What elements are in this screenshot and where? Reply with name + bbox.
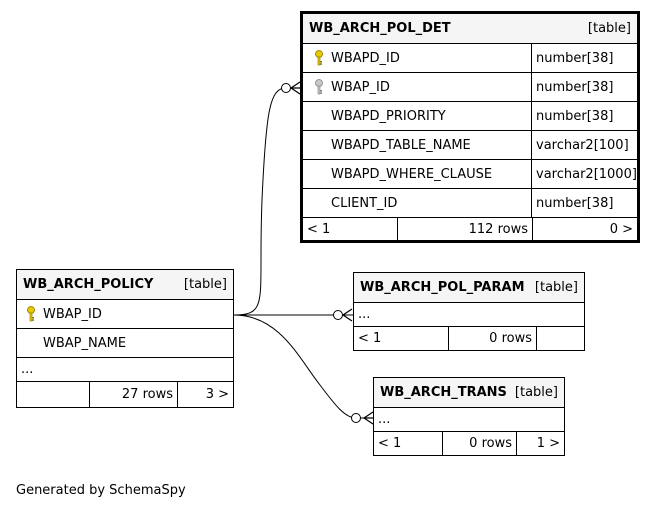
row-count: 27 rows — [121, 387, 173, 402]
column-name: WBAPD_WHERE_CLAUSE — [331, 166, 493, 182]
link-policy-to-pol-det — [233, 87, 302, 316]
column-row: WBAPD_ID number[38] — [303, 44, 637, 73]
table-header: WB_ARCH_POL_DET [table] — [303, 14, 637, 44]
table-kind: [table] — [183, 277, 227, 292]
table-wb-arch-policy[interactable]: WB_ARCH_POLICY [table] WBAP_ID WBAP_NAME… — [16, 269, 234, 408]
column-name: WBAP_NAME — [43, 335, 127, 351]
column-type: number[38] — [536, 108, 614, 124]
column-name: WBAP_ID — [331, 79, 390, 95]
table-wb-arch-pol-det[interactable]: WB_ARCH_POL_DET [table] WBAPD_ID number[… — [300, 11, 640, 243]
table-header: WB_ARCH_TRANS [table] — [374, 378, 564, 408]
parents-link[interactable]: < 1 — [307, 221, 331, 237]
row-count: 112 rows — [468, 221, 528, 237]
column-row: WBAP_ID — [17, 300, 233, 329]
more-indicator: ... — [378, 412, 391, 427]
column-name: WBAPD_ID — [331, 50, 400, 66]
table-wb-arch-trans[interactable]: WB_ARCH_TRANS [table] ... < 1 0 rows 1 > — [373, 377, 565, 456]
column-name: CLIENT_ID — [331, 195, 398, 211]
foreign-key-icon — [307, 79, 331, 95]
more-columns: ... — [17, 358, 233, 382]
optional-marker-trans — [351, 413, 361, 423]
table-name[interactable]: WB_ARCH_POLICY — [23, 277, 154, 292]
table-wb-arch-pol-param[interactable]: WB_ARCH_POL_PARAM [table] ... < 1 0 rows — [353, 272, 585, 351]
column-type: number[38] — [536, 195, 614, 211]
more-columns: ... — [374, 408, 564, 432]
table-kind: [table] — [587, 21, 631, 36]
table-name[interactable]: WB_ARCH_TRANS — [380, 385, 507, 400]
column-row: WBAPD_PRIORITY number[38] — [303, 102, 637, 131]
column-type: number[38] — [536, 50, 614, 66]
optional-marker-pol-det — [281, 83, 291, 93]
column-name: WBAPD_TABLE_NAME — [331, 137, 471, 153]
parents-link[interactable]: < 1 — [358, 331, 382, 346]
table-footer: 27 rows 3 > — [17, 382, 233, 407]
column-row: WBAPD_TABLE_NAME varchar2[100] — [303, 131, 637, 160]
more-columns: ... — [354, 303, 584, 327]
column-type: number[38] — [536, 79, 614, 95]
row-count: 0 rows — [489, 331, 532, 346]
crowfoot-trans — [362, 411, 374, 425]
table-footer: < 1 0 rows — [354, 327, 584, 350]
table-kind: [table] — [514, 385, 558, 400]
column-row: WBAP_NAME — [17, 329, 233, 358]
column-row: WBAPD_WHERE_CLAUSE varchar2[1000] — [303, 160, 637, 189]
column-name: WBAPD_PRIORITY — [331, 108, 446, 124]
optional-marker-pol-param — [333, 310, 343, 320]
children-link[interactable]: 3 > — [205, 387, 229, 402]
column-row: CLIENT_ID number[38] — [303, 189, 637, 218]
children-link[interactable]: 0 > — [609, 221, 633, 237]
table-footer: < 1 112 rows 0 > — [303, 218, 637, 240]
table-footer: < 1 0 rows 1 > — [374, 432, 564, 455]
link-policy-to-trans — [233, 314, 374, 419]
column-row: WBAP_ID number[38] — [303, 73, 637, 102]
column-type: varchar2[1000] — [536, 166, 637, 182]
column-name: WBAP_ID — [43, 306, 102, 322]
row-count: 0 rows — [469, 436, 512, 451]
more-indicator: ... — [21, 362, 34, 377]
crowfoot-pol-det — [289, 81, 301, 95]
crowfoot-pol-param — [341, 308, 353, 322]
primary-key-icon — [307, 50, 331, 66]
generated-by-credit: Generated by SchemaSpy — [16, 483, 186, 498]
table-name[interactable]: WB_ARCH_POL_PARAM — [360, 280, 525, 295]
column-type: varchar2[100] — [536, 137, 629, 153]
table-header: WB_ARCH_POL_PARAM [table] — [354, 273, 584, 303]
parents-link[interactable]: < 1 — [378, 436, 402, 451]
more-indicator: ... — [358, 307, 371, 322]
primary-key-icon — [19, 306, 43, 322]
table-name[interactable]: WB_ARCH_POL_DET — [309, 21, 451, 36]
children-link[interactable]: 1 > — [536, 436, 560, 451]
table-header: WB_ARCH_POLICY [table] — [17, 270, 233, 300]
table-kind: [table] — [534, 280, 578, 295]
